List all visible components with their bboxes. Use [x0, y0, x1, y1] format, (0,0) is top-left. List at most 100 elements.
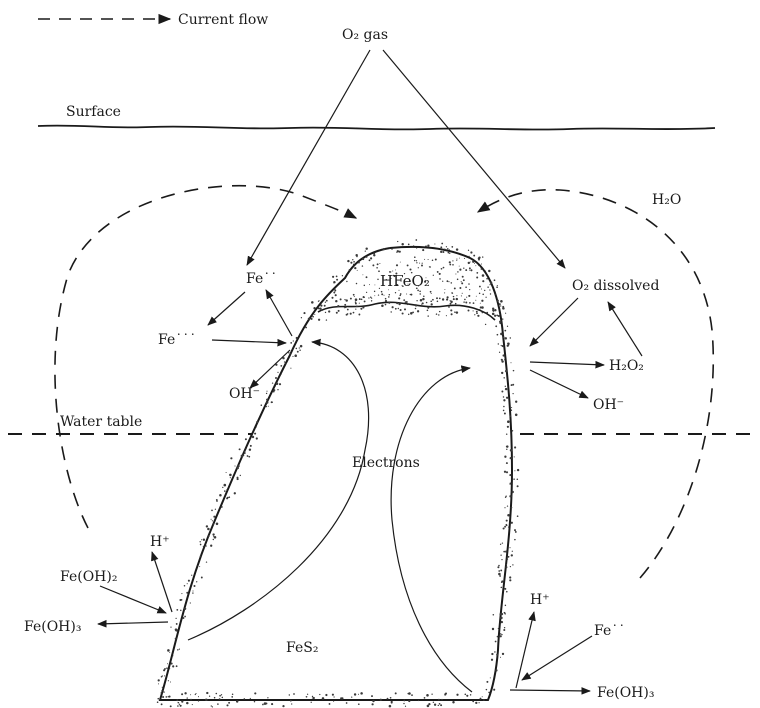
stipple-dot [507, 420, 510, 423]
stipple-dot [234, 492, 236, 494]
stipple-dot [200, 544, 202, 546]
stipple-dot [333, 701, 334, 702]
stipple-dot [444, 249, 446, 251]
stipple-dot [180, 705, 182, 707]
stipple-dot [472, 701, 474, 703]
stipple-dot [506, 449, 507, 450]
stipple-dot [442, 251, 444, 253]
stipple-dot [353, 261, 355, 263]
stipple-dot [335, 294, 337, 296]
stipple-dot [358, 314, 360, 316]
stipple-dot [427, 315, 428, 316]
stipple-dot [478, 259, 480, 261]
stipple-dot [464, 258, 465, 259]
stipple-dot [184, 692, 186, 694]
stipple-dot [200, 556, 201, 557]
stipple-dot [190, 602, 191, 603]
stipple-dot [366, 256, 368, 258]
stipple-dot [507, 558, 509, 560]
stipple-dot [266, 406, 267, 407]
stipple-dot [434, 243, 435, 244]
stipple-dot [275, 385, 276, 386]
stipple-dot [493, 614, 495, 616]
stipple-dot [498, 315, 500, 317]
stipple-dot [433, 275, 434, 276]
stipple-dot [479, 286, 481, 288]
stipple-dot [511, 491, 513, 493]
stipple-dot [510, 415, 512, 417]
stipple-dot [484, 290, 485, 291]
stipple-dot [211, 705, 212, 706]
stipple-dot [377, 263, 379, 265]
stipple-dot [494, 293, 495, 294]
stipple-dot [461, 282, 463, 284]
stipple-dot [222, 487, 223, 488]
stipple-dot [388, 296, 390, 298]
stipple-dot [479, 293, 480, 294]
stipple-dot [505, 550, 507, 552]
stipple-dot [186, 592, 188, 594]
stipple-dot [509, 495, 511, 497]
stipple-dot [336, 276, 338, 278]
stipple-dot [424, 259, 425, 260]
stipple-dot [465, 286, 467, 288]
stipple-dot [468, 283, 470, 285]
stipple-dot [311, 301, 314, 304]
stipple-dot [506, 591, 508, 593]
stipple-dot [462, 276, 464, 278]
stipple-dot [395, 292, 396, 293]
stipple-dot [254, 433, 256, 435]
stipple-dot [429, 266, 430, 267]
stipple-dot [505, 386, 506, 387]
stipple-dot [232, 694, 234, 696]
stipple-dot [355, 303, 357, 305]
stipple-dot [485, 270, 486, 271]
stipple-dot [396, 264, 398, 266]
stipple-dot [441, 243, 443, 245]
stipple-dot [273, 391, 275, 393]
stipple-dot [498, 570, 500, 572]
stipple-dot [159, 699, 160, 700]
stipple-dot [296, 337, 298, 339]
stipple-dot [395, 269, 396, 270]
stipple-dot [157, 701, 159, 703]
stipple-dot [459, 258, 460, 259]
stipple-dot [457, 271, 459, 273]
stipple-dot [248, 456, 250, 458]
stipple-dot [456, 694, 458, 696]
stipple-dot [239, 448, 241, 450]
stipple-dot [408, 700, 410, 702]
stipple-dot [403, 299, 405, 301]
stipple-dot [501, 372, 503, 374]
stipple-dot [441, 699, 442, 700]
stipple-dot [475, 300, 476, 301]
stipple-dot [360, 692, 363, 695]
stipple-dot [352, 259, 353, 260]
stipple-dot [351, 696, 352, 697]
stipple-dot [476, 296, 477, 297]
o2-to-dissolved-arrow [383, 50, 565, 268]
stipple-dot [177, 705, 179, 707]
stipple-dot [505, 388, 507, 390]
stipple-dot [374, 295, 375, 296]
stipple-dot [492, 313, 495, 316]
stipple-dot [507, 505, 508, 506]
reaction-arrow-fe2-right [522, 636, 592, 680]
stipple-dot [385, 304, 387, 306]
stipple-dot [489, 270, 490, 271]
stipple-dot [464, 299, 466, 301]
stipple-dot [296, 348, 298, 350]
stipple-dot [161, 703, 163, 705]
stipple-dot [470, 251, 472, 253]
legend: Current flow [38, 12, 268, 28]
stipple-dot [396, 252, 397, 253]
stipple-dot [481, 300, 483, 302]
stipple-dot [427, 309, 429, 311]
stipple-dot [506, 462, 508, 464]
stipple-dot [454, 287, 456, 289]
stipple-dot [439, 703, 441, 705]
stipple-dot [511, 522, 513, 524]
stipple-dot [290, 700, 292, 702]
stipple-dot [481, 288, 482, 289]
stipple-dot [311, 702, 312, 703]
